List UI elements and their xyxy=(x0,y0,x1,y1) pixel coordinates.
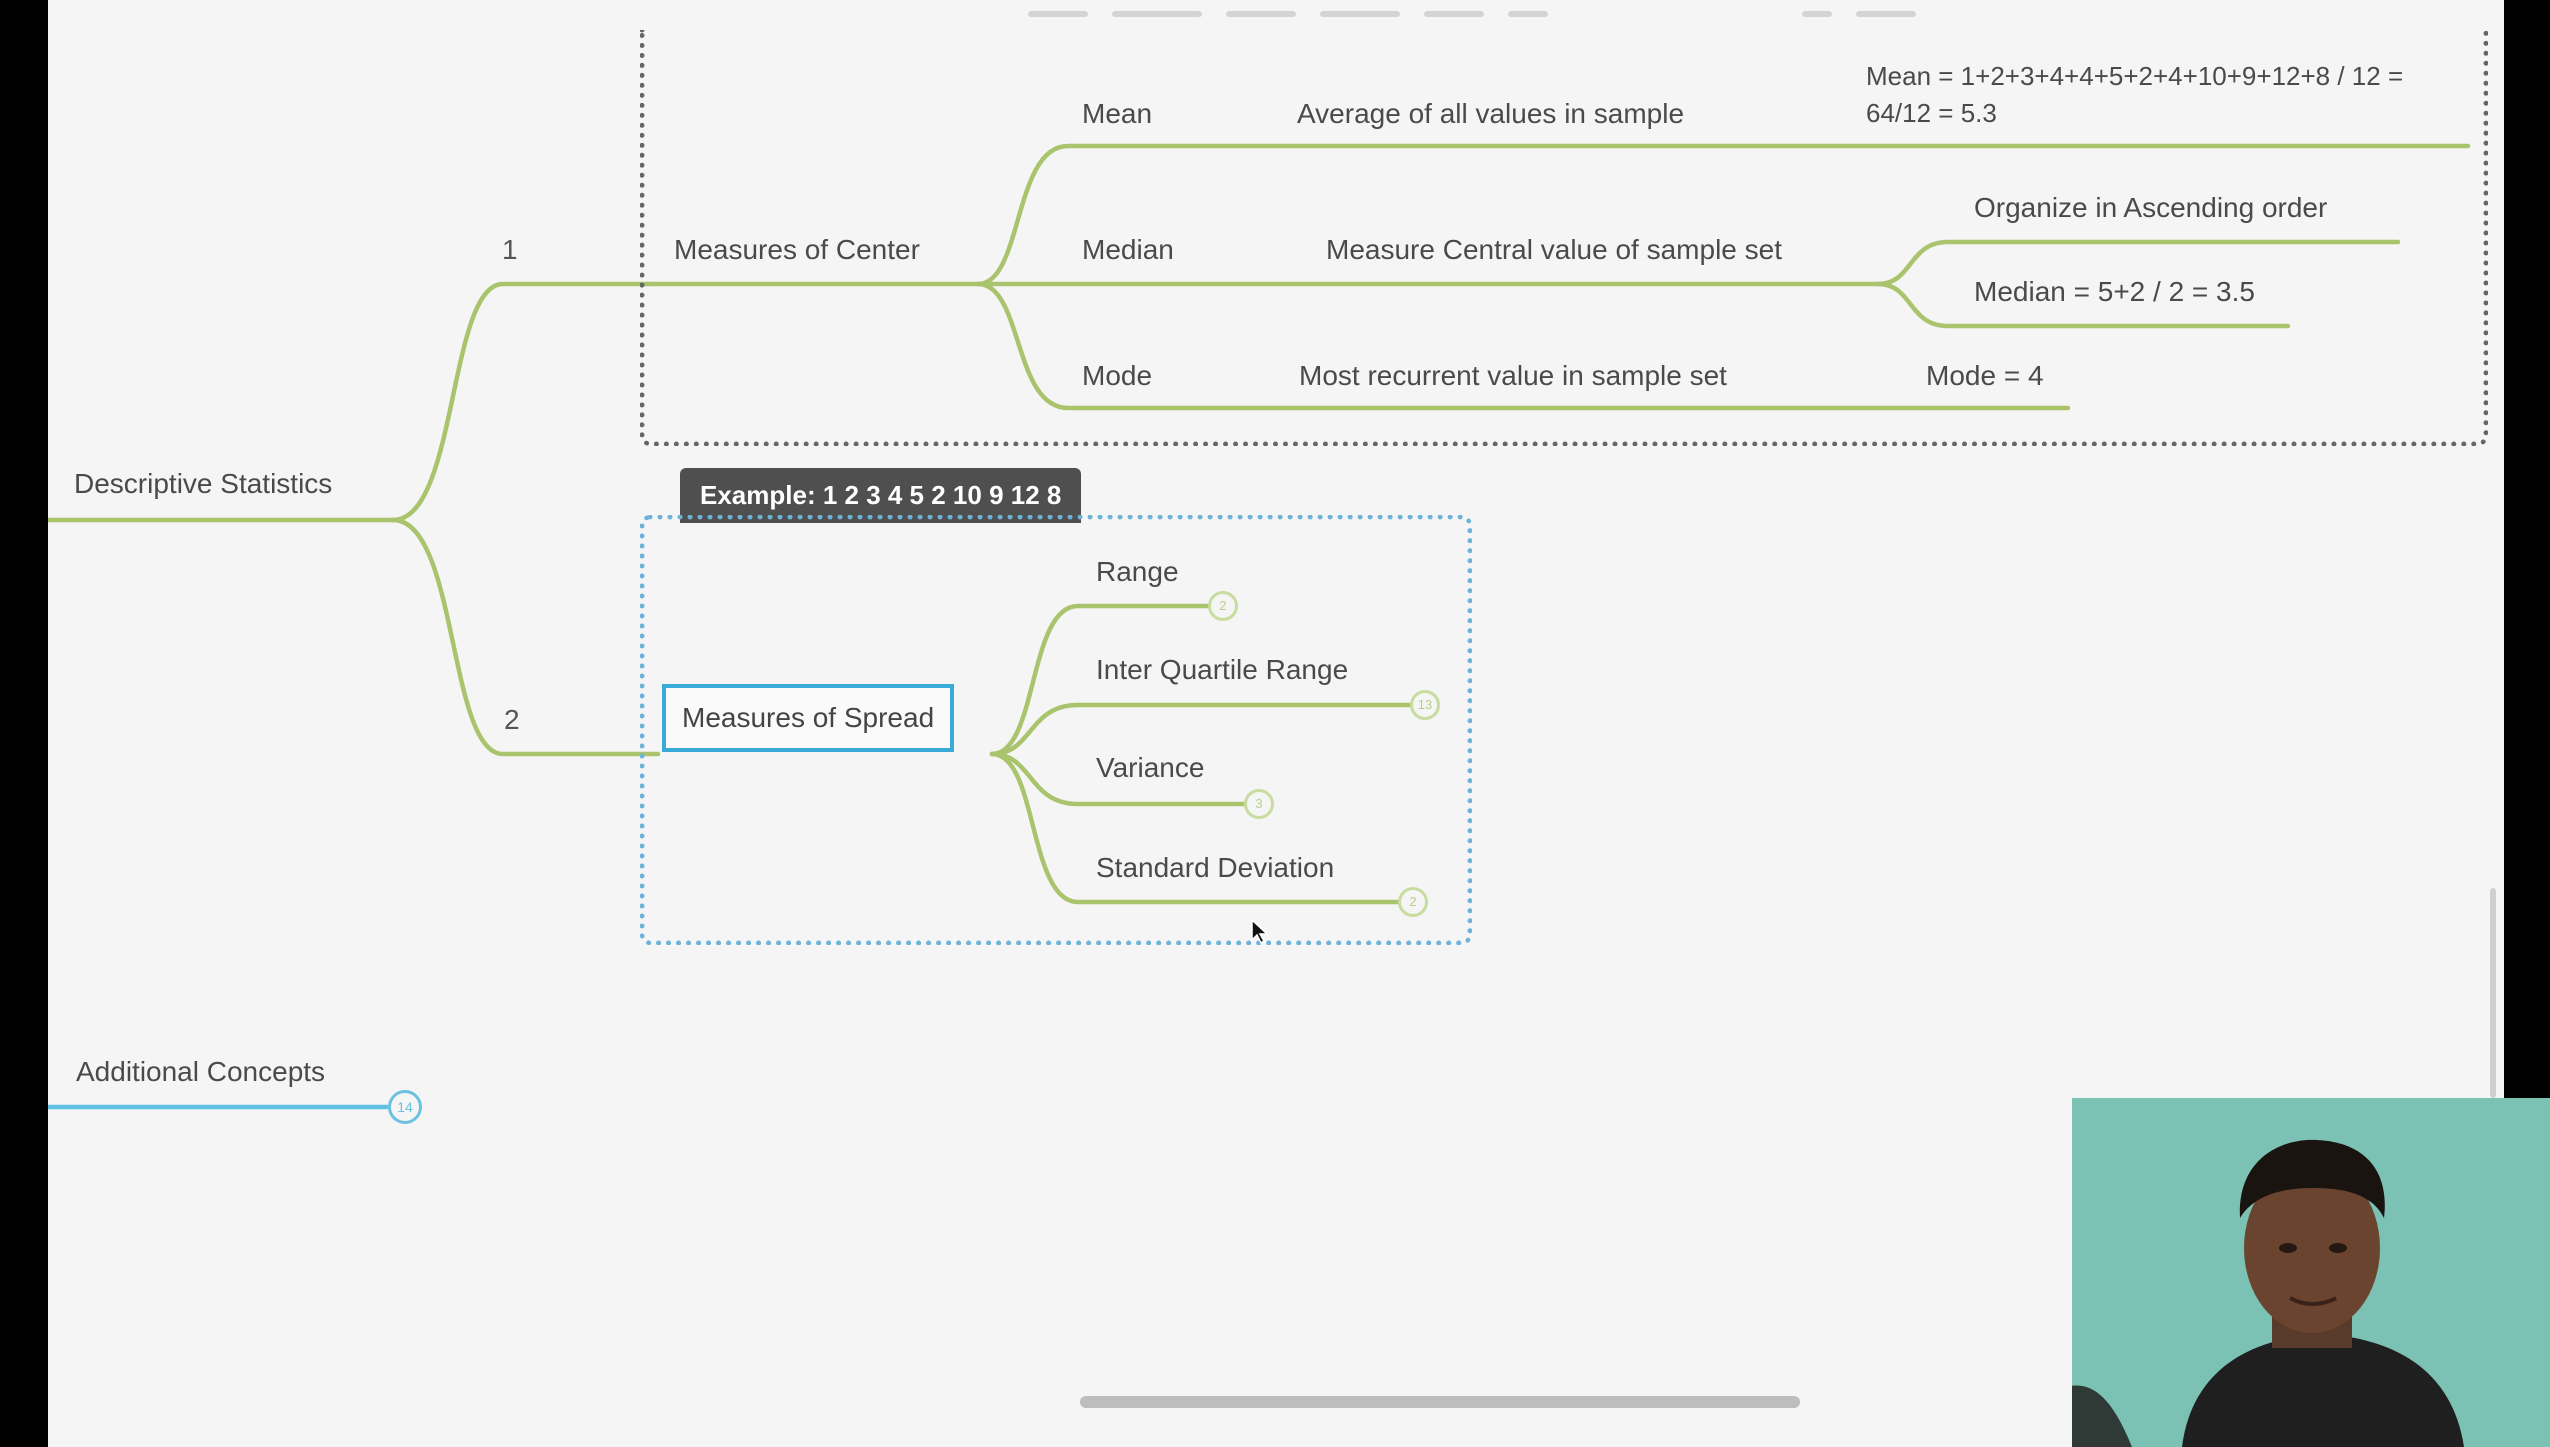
collapse-std-dev-toggle[interactable]: 2 xyxy=(1398,887,1428,917)
person-video-icon xyxy=(2072,1098,2550,1447)
spread-group-frame[interactable] xyxy=(640,515,1472,945)
collapse-range-toggle[interactable]: 2 xyxy=(1208,591,1238,621)
connector-mode xyxy=(975,281,2071,411)
spread-item-variance[interactable]: Variance xyxy=(1096,752,1205,783)
mode-description[interactable]: Most recurrent value in sample set xyxy=(1299,360,1727,391)
measures-of-spread-node[interactable]: Measures of Spread xyxy=(662,684,955,752)
branch-number-2: 2 xyxy=(504,704,520,735)
center-group-frame[interactable] xyxy=(640,30,2488,446)
collapse-iqr-toggle[interactable]: 13 xyxy=(1410,690,1440,720)
collapse-additional-toggle[interactable]: 14 xyxy=(388,1090,422,1124)
collapse-variance-toggle[interactable]: 3 xyxy=(1244,789,1274,819)
spread-item-standard-deviation[interactable]: Standard Deviation xyxy=(1096,852,1335,883)
horizontal-scrollbar[interactable] xyxy=(1080,1396,1800,1408)
median-step-result[interactable]: Median = 5+2 / 2 = 3.5 xyxy=(1974,276,2255,307)
median-step-ascending[interactable]: Organize in Ascending order xyxy=(1974,192,2328,223)
measures-of-center-node[interactable]: Measures of Center xyxy=(674,234,920,265)
mindmap-connectors xyxy=(48,143,2471,1110)
example-tag[interactable]: Example: 1 2 3 4 5 2 10 9 12 8 xyxy=(680,468,1082,523)
top-toolbar-hint xyxy=(1028,4,2148,18)
mean-node[interactable]: Mean xyxy=(1082,98,1153,129)
median-node[interactable]: Median xyxy=(1082,234,1174,265)
webcam-overlay xyxy=(2072,1098,2550,1447)
connector-median-step1 xyxy=(1875,239,2401,287)
mode-node[interactable]: Mode xyxy=(1082,360,1153,391)
connector-branch-1 xyxy=(390,281,651,523)
connector-spread-4 xyxy=(989,751,1401,905)
mindmap-canvas[interactable]: Descriptive Statistics 1 2 Measures of C… xyxy=(48,0,2504,1447)
connector-spread-2 xyxy=(989,702,1413,757)
connector-branch-2 xyxy=(390,517,661,757)
connector-median-step2 xyxy=(1875,281,2291,329)
connector-spread-1 xyxy=(989,603,1211,757)
vertical-scrollbar[interactable] xyxy=(2490,888,2496,1098)
connector-mean xyxy=(975,143,2471,287)
additional-concepts-node[interactable]: Additional Concepts xyxy=(76,1056,326,1087)
spread-item-interquartile-range[interactable]: Inter Quartile Range xyxy=(1096,654,1349,685)
branch-number-1: 1 xyxy=(502,234,518,265)
spread-item-range[interactable]: Range xyxy=(1096,556,1179,587)
mean-description[interactable]: Average of all values in sample xyxy=(1297,98,1685,129)
mean-calculation-line2[interactable]: 64/12 = 5.3 xyxy=(1866,98,1997,128)
mean-calculation-line1[interactable]: Mean = 1+2+3+4+4+5+2+4+10+9+12+8 / 12 = xyxy=(1866,61,2404,91)
mouse-cursor-icon xyxy=(1251,918,1269,944)
descriptive-statistics-node[interactable]: Descriptive Statistics xyxy=(74,468,333,499)
median-description[interactable]: Measure Central value of sample set xyxy=(1326,234,1782,265)
mode-result[interactable]: Mode = 4 xyxy=(1926,360,2044,391)
